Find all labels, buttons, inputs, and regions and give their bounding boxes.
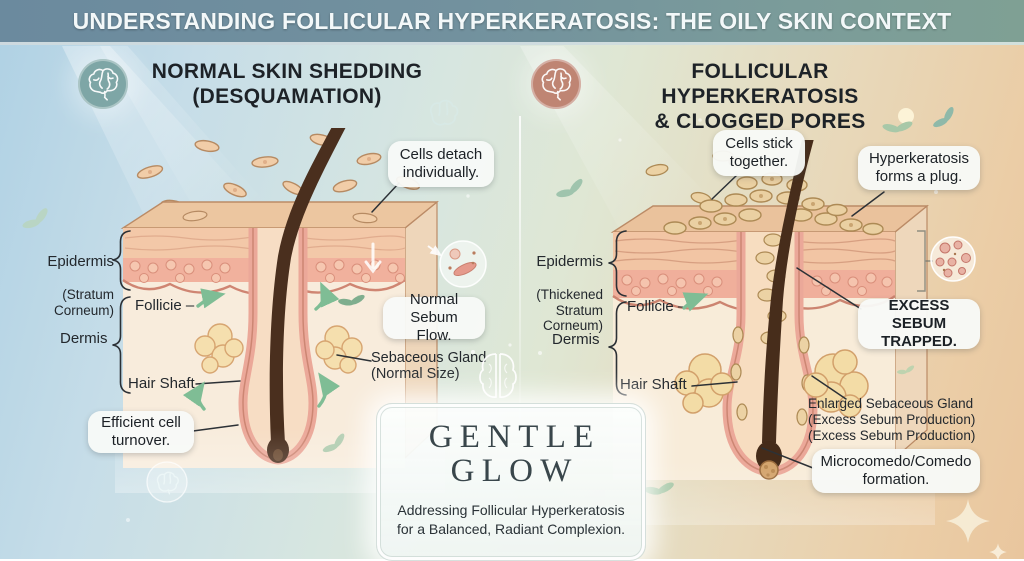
callout-normal-sebum: Normal Sebum Flow. — [383, 291, 485, 344]
page-title: UNDERSTANDING FOLLICULAR HYPERKERATOSIS:… — [72, 7, 952, 34]
callout-cells-detach: Cells detach individually. — [388, 141, 494, 187]
label-epidermis-left: Epidermis (Stratum Corneum) — [47, 252, 114, 318]
brain-icon — [78, 59, 128, 109]
brain-icon — [531, 59, 581, 109]
label-hair-shaft-left: Hair Shaft — [128, 375, 195, 392]
callout-microcomedo: Microcomedo/Comedo formation. — [812, 449, 980, 493]
label-epidermis-right: Epidermis (Thickened Stratum Corneum) — [536, 252, 603, 333]
left-panel-title: NORMAL SKIN SHEDDING (DESQUAMATION) — [151, 60, 423, 108]
callout-cells-stick: Cells stick together. — [713, 130, 805, 176]
callout-plug: Hyperkeratosis forms a plug. — [858, 146, 980, 190]
panel-divider — [519, 116, 521, 466]
label-sebaceous-gland: Sebaceous Gland (Normal Size) — [371, 350, 487, 383]
brand-name-line1: GENTLE — [428, 419, 601, 455]
label-follicle-right: Follicie – — [627, 298, 687, 315]
right-panel-title: FOLLICULAR HYPERKERATOSIS & CLOGGED PORE… — [654, 60, 866, 133]
label-follicle-left: Follicie – — [135, 297, 195, 314]
title-banner: UNDERSTANDING FOLLICULAR HYPERKERATOSIS:… — [0, 0, 1024, 45]
callout-excess-sebum: EXCESS SEBUM TRAPPED. — [858, 297, 980, 350]
label-hair-shaft-right: Hair Shaft — [620, 376, 687, 393]
label-dermis-right: Dermis — [552, 331, 600, 348]
label-enlarged-gland: Enlarged Sebaceous Gland (Excess Sebum P… — [808, 396, 976, 443]
brand-tagline: Addressing Follicular Hyperkeratosis for… — [396, 502, 626, 537]
label-dermis-left: Dermis — [60, 330, 108, 347]
brand-card: GENTLE GLOW Addressing Follicular Hyperk… — [376, 403, 646, 561]
callout-efficient-turnover: Efficient cell turnover. — [88, 411, 194, 453]
brand-name-line2: GLOW — [450, 452, 579, 489]
